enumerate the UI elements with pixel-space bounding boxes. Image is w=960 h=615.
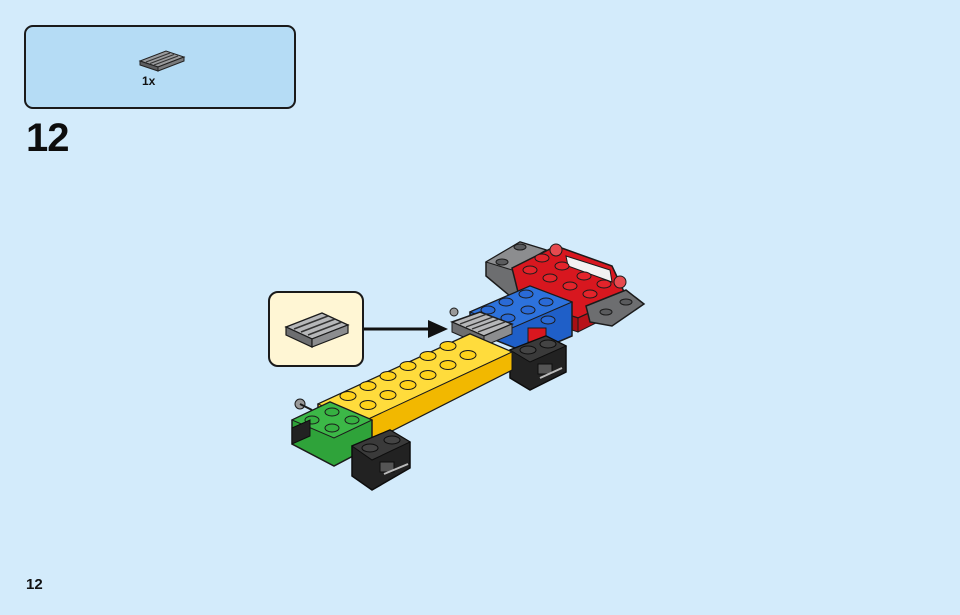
gray-wedge-front	[585, 289, 646, 327]
grille-tile-icon	[284, 312, 350, 348]
sub-step-callout	[268, 291, 364, 367]
page-number: 12	[26, 576, 43, 593]
grille-tile-icon	[138, 50, 186, 72]
parts-list-box: 1x	[24, 25, 296, 109]
white-windscreen	[565, 255, 613, 283]
part-quantity: 1x	[142, 74, 156, 88]
step-number: 12	[26, 116, 69, 160]
arrow-head-icon	[428, 320, 448, 338]
